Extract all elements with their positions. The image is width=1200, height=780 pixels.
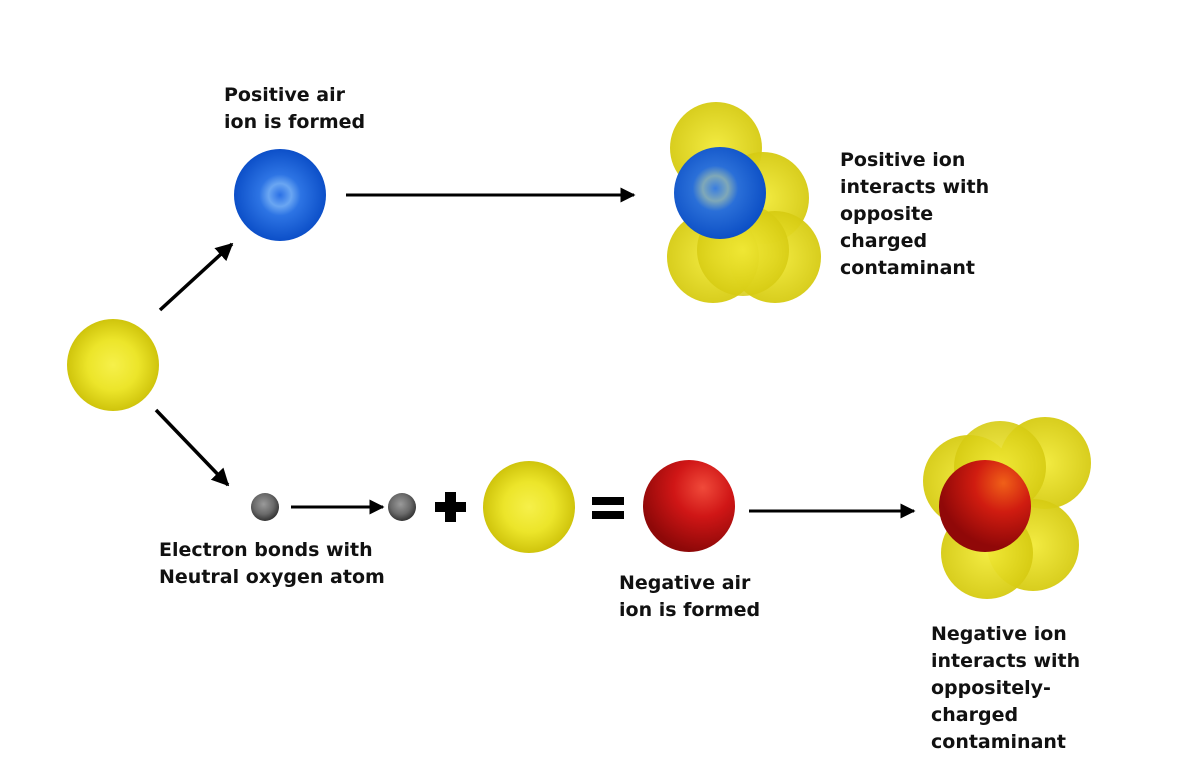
negative-air-ion (643, 460, 735, 552)
electron (388, 493, 416, 521)
negative-ion-core (939, 460, 1031, 552)
electron-bonds-label: Electron bonds with Neutral oxygen atom (159, 539, 385, 588)
neutral-oxygen-atom (483, 461, 575, 553)
negative-ion-cluster (923, 417, 1091, 599)
neutral-oxygen-atom (67, 319, 159, 411)
arrow-to-positive-ion (158, 242, 234, 312)
plus-sign (435, 492, 466, 522)
electron (251, 493, 279, 521)
arrow-to-electron (154, 408, 230, 487)
positive-ion-core (674, 147, 766, 239)
equals-sign (592, 497, 624, 519)
positive-formed-label: Positive air ion is formed (224, 84, 366, 133)
positive-air-ion (234, 149, 326, 241)
negative-interacts-label: Negative ion interacts with oppositely- … (931, 623, 1081, 753)
positive-ion-cluster (667, 102, 821, 303)
negative-formed-label: Negative air ion is formed (619, 572, 761, 621)
positive-interacts-label: Positive ion interacts with opposite cha… (840, 149, 990, 279)
